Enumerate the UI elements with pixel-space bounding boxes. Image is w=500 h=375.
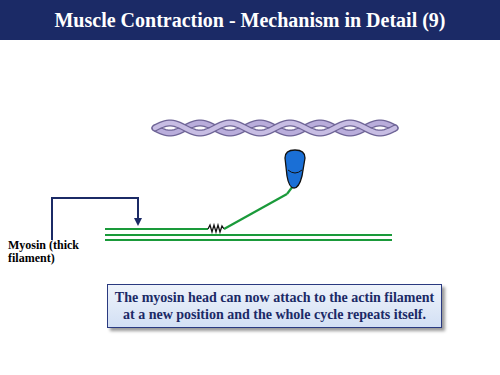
label-bracket <box>52 198 142 240</box>
actin-strand <box>155 123 395 133</box>
part-label: Myosin (thick filament) <box>8 239 108 265</box>
myosin-head <box>285 150 305 188</box>
actin-strand <box>155 123 395 133</box>
actin-strand <box>155 123 395 133</box>
caption-text: The myosin head can now attach to the ac… <box>114 289 435 323</box>
actin-filament <box>155 123 395 133</box>
head-detail <box>288 170 302 173</box>
actin-strand <box>155 123 395 133</box>
slide-title: Muscle Contraction - Mechanism in Detail… <box>0 0 500 40</box>
spring <box>208 225 224 232</box>
myosin-neck <box>224 194 287 229</box>
thick-filament <box>105 229 392 240</box>
caption-box: The myosin head can now attach to the ac… <box>107 284 442 328</box>
